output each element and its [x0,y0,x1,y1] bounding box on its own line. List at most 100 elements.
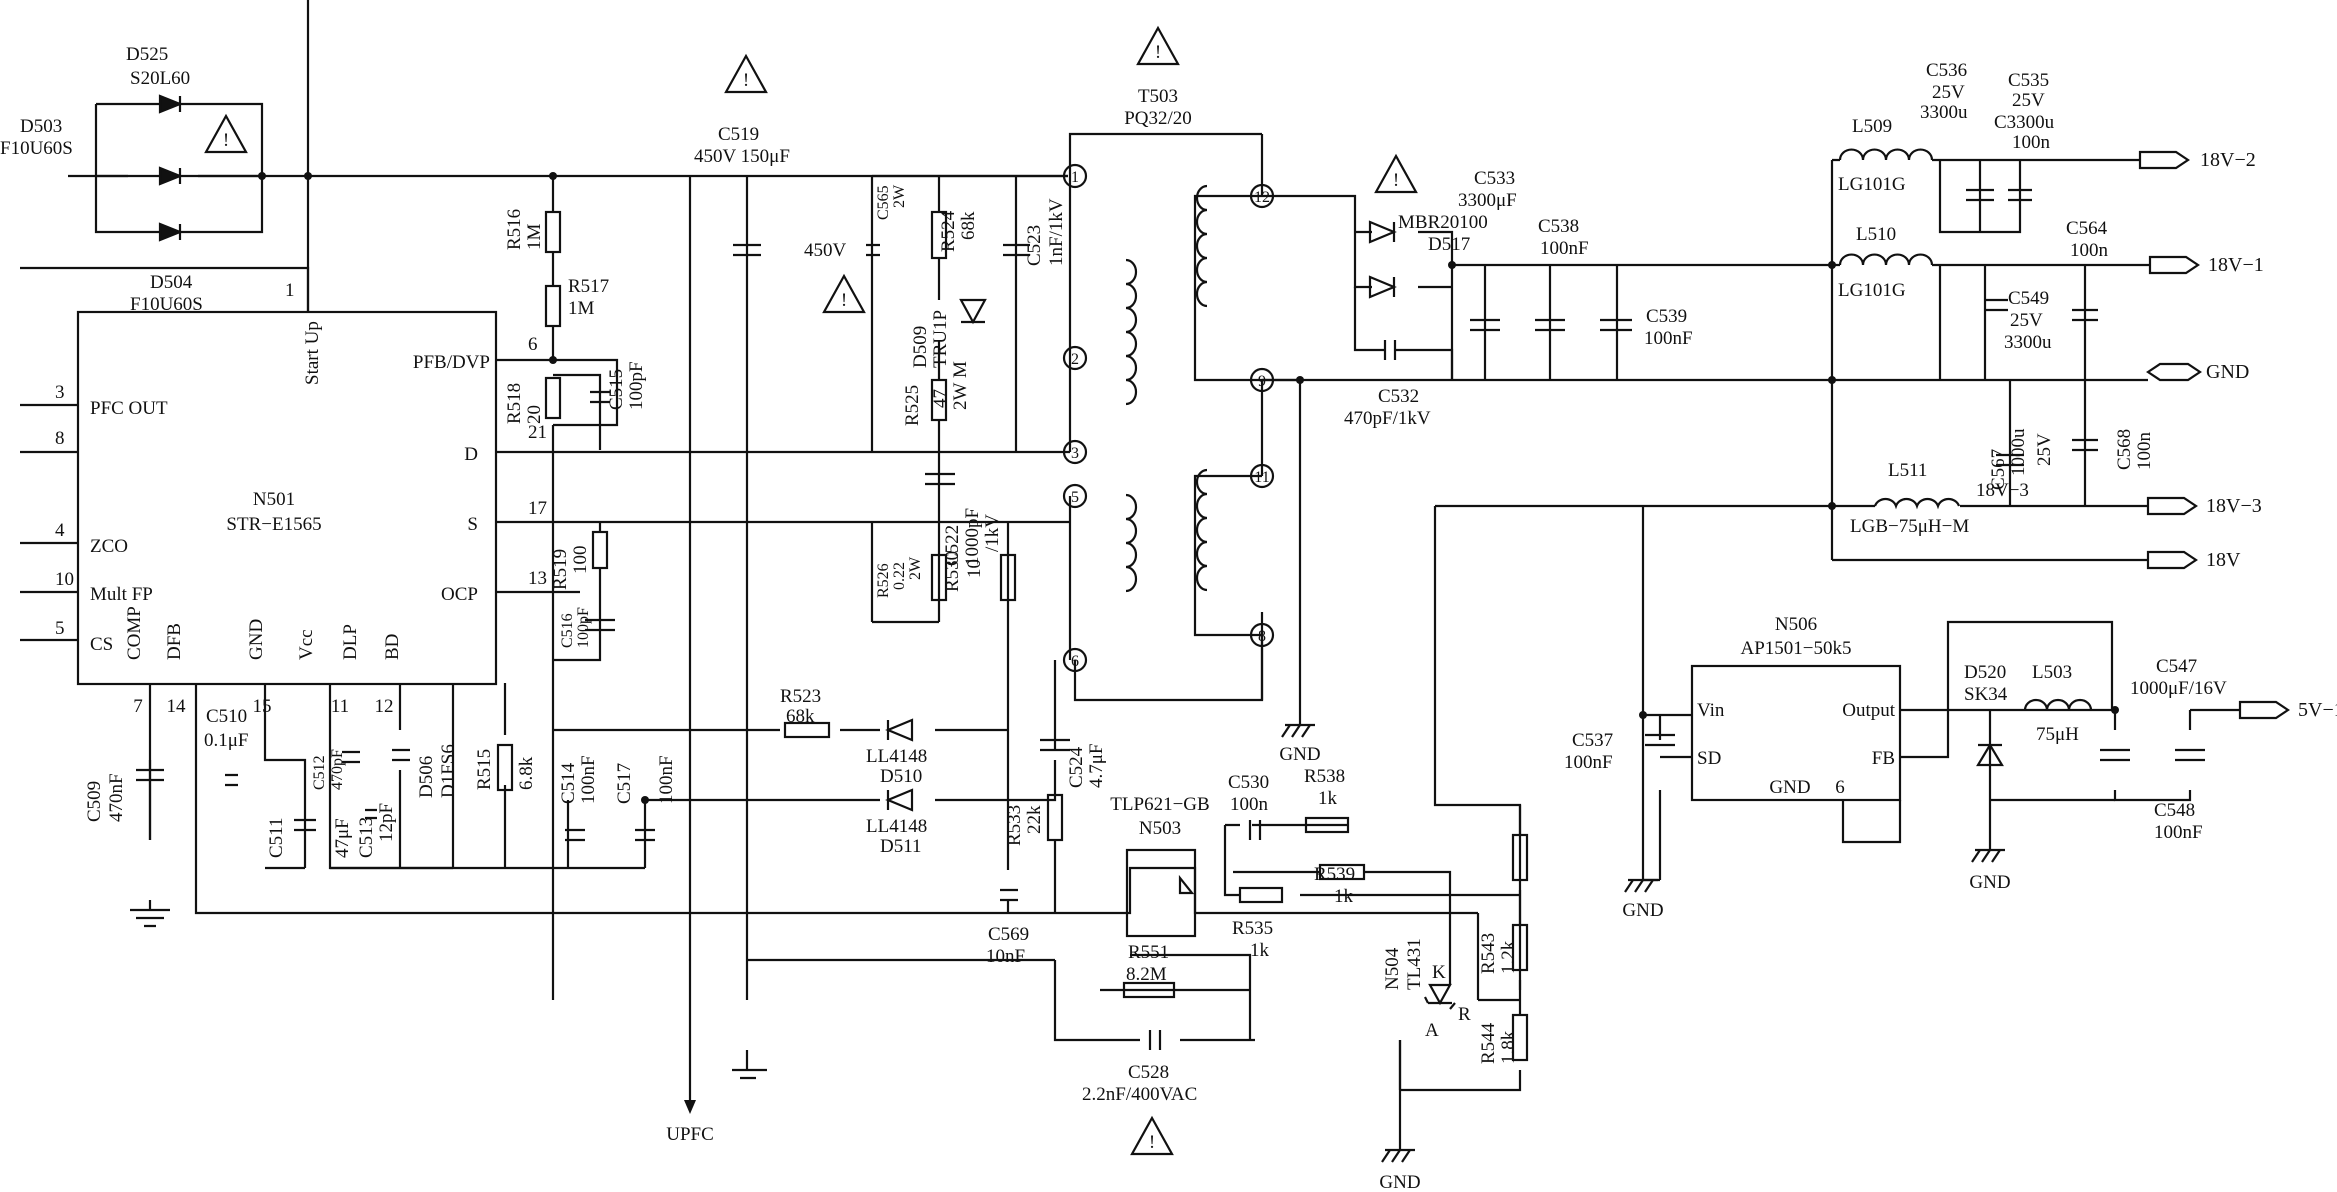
n501-pin-10-name: BD [382,634,403,660]
label-l509-val: LG101G [1838,174,1906,195]
resistors [496,210,1529,1062]
label-r526-val: 0.22 [891,562,908,590]
label-c533-ref: C533 [1474,168,1515,189]
output-flags [2138,150,2290,720]
inductors [1125,148,2093,711]
ground-label-2: GND [1969,872,2010,893]
label-c535-val3: 100n [2012,132,2051,153]
label-r533-val: 22k [1024,805,1045,834]
label-d503-ref: D503 [20,116,62,137]
n501-pin-5-num: 7 [133,696,143,717]
warning-mark-3: ! [841,290,847,311]
label-c509-ref: C509 [84,781,105,822]
label-c530-val: 100n [1230,794,1269,815]
ground-label-3: GND [1379,1172,1420,1192]
chip-n501-body [76,310,498,686]
label-d504-val: F10U60S [130,294,203,315]
label-c564-ref: C564 [2066,218,2108,239]
label-r515-val: 6.8k [516,756,537,790]
label-r538-val: 1k [1318,788,1338,809]
label-c549-val2: 3300u [2004,332,2052,353]
label-r526b-val: 2W [907,556,924,580]
label-c547-val: 1000μF/16V [2130,678,2227,699]
label-c568-val: 100n [2134,432,2155,471]
net-upfc-label: UPFC [666,1124,714,1145]
shunt-a: A [1425,1020,1439,1041]
label-c524-val: 4.7μF [1086,743,1107,788]
label-r515-ref: R515 [474,749,495,790]
label-d509-ref: D509 [910,326,931,368]
n506-gnd: GND [1769,777,1810,798]
n501-pin-9-num: 12 [375,696,394,717]
transformer-pin-12: 12 [1254,189,1270,206]
n506-fb: FB [1872,748,1895,769]
label-r517-ref: R517 [568,276,609,297]
label-r538-ref: R538 [1304,766,1345,787]
n501-pin-4-num: 5 [55,618,65,639]
n501-pin-7-name: GND [246,619,267,660]
warning-mark-2: ! [1155,42,1161,63]
n501-pin-4-name: CS [90,634,113,655]
n501-pin-3-name: Mult FP [90,584,153,605]
label-d510-ref: D510 [880,766,922,787]
n501-pin-5-name: COMP [124,606,145,660]
transformer-pin-5: 5 [1071,489,1079,506]
label-c548-ref: C548 [2154,800,2195,821]
label-r525-val: 47 [930,389,951,408]
n501-pin-8-num: 11 [331,696,349,717]
transformer-pin-9: 9 [1258,373,1266,390]
label-c517-val: 100nF [656,755,677,804]
label-r518-ref: R518 [504,383,525,424]
label-r524-val: 68k [958,211,979,240]
label-lgb-val: LGB−75μH−M [1850,516,1969,537]
ground-symbols [130,723,2005,1163]
label-c530-ref: C530 [1228,772,1269,793]
label-c509-val: 470nF [106,773,127,822]
label-d520-ref: D520 [1964,662,2006,683]
warning-mark-1: ! [743,70,749,91]
label-c549-ref: C549 [2008,288,2049,309]
output-label-4: 18V [2206,549,2241,571]
label-c538-val: 100nF [1540,238,1589,259]
label-r523-ref: R523 [780,686,821,707]
label-r533-ref: R533 [1004,805,1025,846]
label-c528-val: 2.2nF/400VAC [1082,1084,1197,1105]
label-c513-ref: C513 [356,817,377,858]
n501-pin-16-name: OCP [441,584,478,605]
n506-output: Output [1842,700,1896,721]
label-c511-val: 47μF [332,818,353,858]
upfc-arrow [684,1100,696,1114]
label-c513-val: 12pF [376,803,397,842]
warning-mark-5: ! [1149,1132,1155,1153]
label-c535-ref: C535 [2008,70,2049,91]
transformer-pin-3: 3 [1071,445,1079,462]
label-c564-val: 100n [2070,240,2109,261]
capacitors [136,188,2205,1050]
label-r525-ref: R525 [902,385,923,426]
n501-pin-15-name: S [467,514,478,535]
label-r535-ref: R535 [1232,918,1273,939]
output-label-1: 18V−1 [2208,254,2264,276]
output-label-0: 18V−2 [2200,149,2256,171]
chip-n506-body [1690,664,1902,802]
label-r551-ref: R551 [1128,942,1169,963]
opto-ref: N503 [1139,818,1181,839]
label-c511-ref: C511 [266,818,287,858]
output-label-5: 5V−1 [2298,699,2337,721]
n506-vin: Vin [1697,700,1725,721]
n501-pin-8-name: Vcc [296,629,317,660]
label-c539-ref: C539 [1646,306,1687,327]
label-c567-val2: 25V [2034,433,2055,466]
label-c514-ref: C514 [558,762,579,804]
label-c536-ref: C536 [1926,60,1967,81]
shunt-part: TL431 [1404,938,1425,990]
label-r523-val: 68k [786,706,815,727]
label-c512-ref: C512 [311,755,328,790]
label-c515-val: 100pF [626,361,647,410]
transformer-pin-6: 6 [1071,653,1079,670]
label-c536-val2: 3300u [1920,102,1968,123]
label-d509-val: TRU1P [930,310,951,368]
warning-mark-4: ! [1393,170,1399,191]
label-l511-ref: L511 [1888,460,1927,481]
